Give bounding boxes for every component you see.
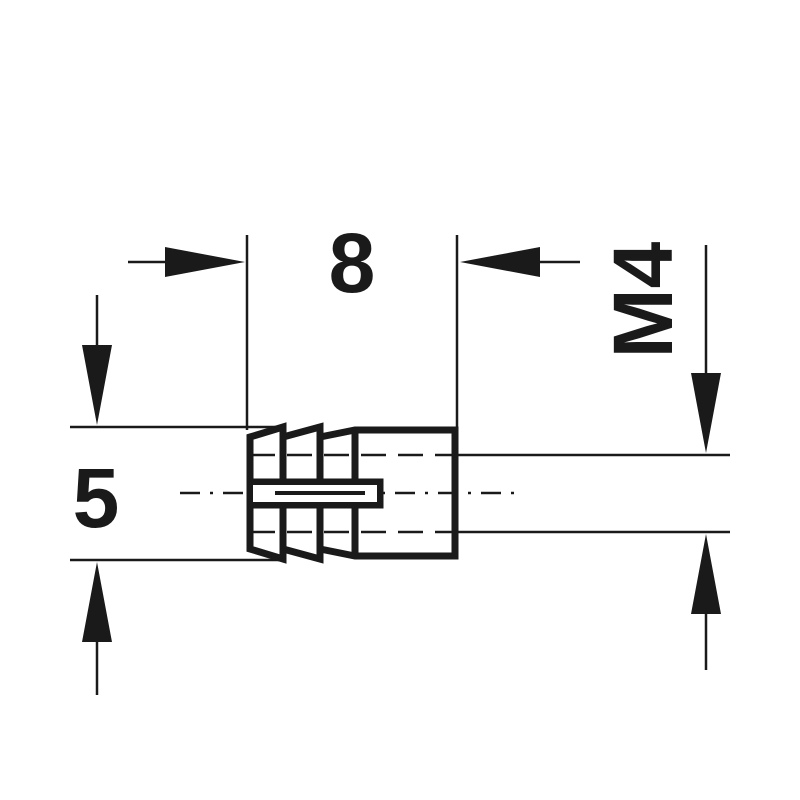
- arrowhead-up-right: [691, 534, 721, 614]
- arrowhead-left: [460, 247, 540, 277]
- thread-dimension-label: M4: [596, 241, 690, 358]
- arrowhead-down-left: [82, 345, 112, 425]
- diameter-dimension-label: 5: [73, 451, 120, 545]
- length-dimension-label: 8: [329, 216, 376, 310]
- arrowheads: [82, 247, 721, 642]
- arrowhead-up-left: [82, 562, 112, 642]
- arrowhead-down-right: [691, 373, 721, 453]
- arrowhead-right: [165, 247, 245, 277]
